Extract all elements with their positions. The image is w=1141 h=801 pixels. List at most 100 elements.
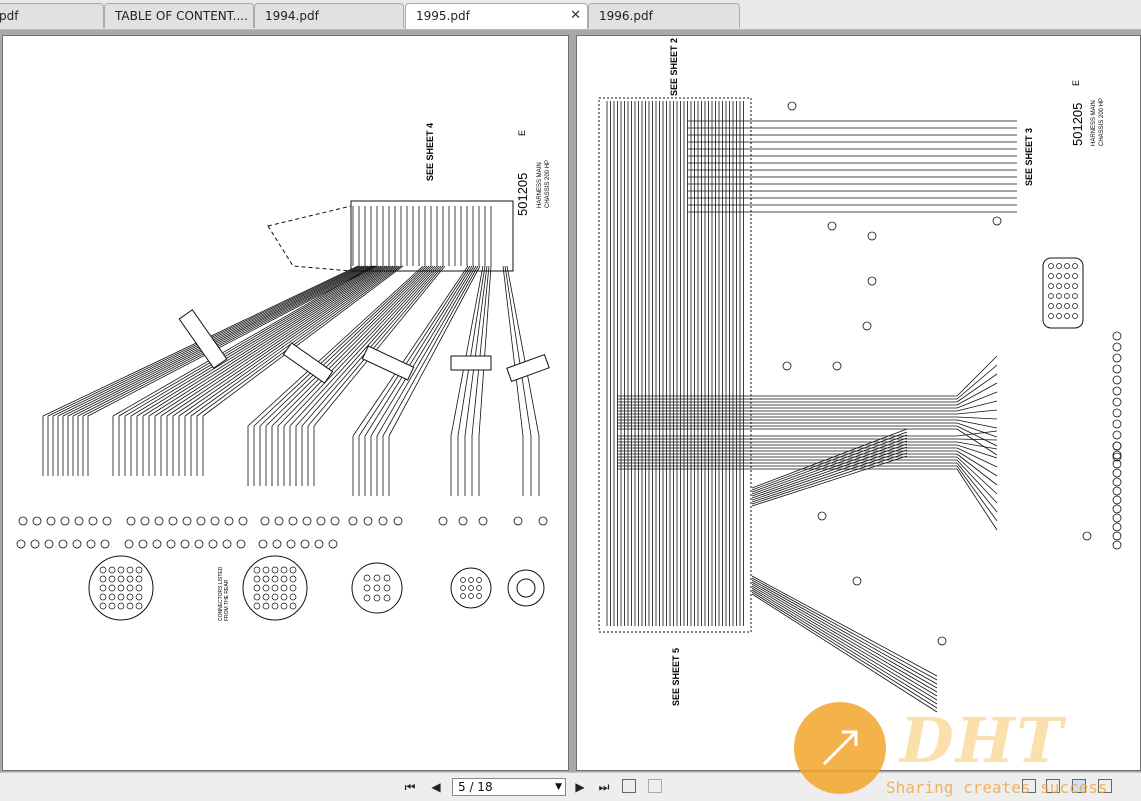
pdf-page-left: 501205 E HARNESS MAIN CHASSIS 200 HP SEE… [2, 35, 569, 771]
first-page-icon[interactable]: ⏮ [404, 780, 416, 794]
wire [751, 591, 938, 709]
connector-pin [108, 584, 116, 592]
callout [260, 516, 270, 526]
connector-pin [460, 593, 466, 599]
connector-pin [262, 584, 270, 592]
tab-label: 1994.pdf [265, 9, 319, 23]
wire [196, 265, 402, 417]
connector-pin [289, 575, 297, 583]
connector-pin [126, 593, 134, 601]
wire [283, 265, 436, 427]
tab-label: 1995.pdf [416, 9, 470, 23]
connector-pin [271, 593, 279, 601]
wire [751, 446, 908, 501]
wire [166, 265, 392, 417]
wire [265, 265, 430, 427]
wire [956, 447, 998, 468]
connector-pin [108, 602, 116, 610]
connector-pin [99, 584, 107, 592]
connector-pin [1056, 263, 1062, 269]
tab-1996[interactable]: 1996.pdf [588, 3, 740, 28]
continuous-facing-icon[interactable] [1098, 779, 1112, 793]
callout [100, 539, 110, 549]
wire [956, 425, 998, 447]
callout [30, 539, 40, 549]
connector-pin [1048, 303, 1054, 309]
wire [956, 422, 998, 438]
connector-note-2: FROM THE REAR [224, 579, 230, 621]
facing-pages-icon[interactable] [1072, 779, 1086, 793]
callout [32, 516, 42, 526]
connector-pin [476, 593, 482, 599]
wire [504, 265, 532, 437]
callout [852, 576, 862, 586]
connector-pin [1072, 283, 1078, 289]
wire [751, 434, 908, 493]
wire [956, 459, 998, 504]
continuous-page-icon[interactable] [1046, 779, 1060, 793]
next-page-icon[interactable]: ▶ [575, 780, 585, 794]
tab-table-of-content[interactable]: TABLE OF CONTENT.... [104, 3, 254, 28]
single-page-icon[interactable] [1022, 779, 1036, 793]
callout [1112, 331, 1122, 341]
last-page-icon[interactable]: ⏭ [598, 780, 610, 794]
callout [224, 516, 234, 526]
callout [1112, 540, 1122, 550]
connector-pin [271, 575, 279, 583]
connector-pin [383, 584, 391, 592]
wire [160, 265, 390, 417]
connector-pin [135, 593, 143, 601]
connector-pin [1056, 283, 1062, 289]
pdf-page-right: 501205 E HARNESS MAIN CHASSIS 200 HP SEE… [576, 35, 1141, 771]
close-tab-icon[interactable]: ✕ [570, 8, 581, 23]
callout [328, 539, 338, 549]
document-viewer[interactable]: 501205 E HARNESS MAIN CHASSIS 200 HP SEE… [0, 30, 1141, 772]
connector-pin [126, 566, 134, 574]
connector-pin [476, 577, 482, 583]
wire [956, 430, 998, 437]
tab-label: 1996.pdf [599, 9, 653, 23]
callout [832, 361, 842, 371]
connector-pin [253, 602, 261, 610]
callout [1112, 364, 1122, 374]
callout [86, 539, 96, 549]
connector-pin [262, 575, 270, 583]
page-number-input[interactable]: 5 / 18▼ [452, 778, 566, 796]
tab-pdf[interactable]: pdf [0, 3, 104, 28]
callout [72, 539, 82, 549]
wire [956, 465, 998, 522]
wire [502, 265, 524, 437]
wire [956, 400, 998, 412]
tab-1994[interactable]: 1994.pdf [254, 3, 404, 28]
callout [1112, 386, 1122, 396]
chevron-down-icon[interactable]: ▼ [555, 782, 562, 792]
wire [202, 265, 404, 417]
tab-1995[interactable]: 1995.pdf ✕ [405, 3, 588, 29]
callout [513, 516, 523, 526]
rotate-view-icon[interactable] [622, 779, 636, 793]
callout [272, 539, 282, 549]
wire [751, 583, 938, 693]
wire [253, 265, 426, 427]
connector-pin [99, 566, 107, 574]
wire [751, 579, 938, 685]
connector-pin [262, 593, 270, 601]
callout [208, 539, 218, 549]
part-number: 501205 [515, 173, 530, 216]
wire [136, 265, 382, 417]
connector-pin [1048, 263, 1054, 269]
revision: E [517, 130, 527, 136]
callout [166, 539, 176, 549]
connector-pin [468, 585, 474, 591]
callout [478, 516, 488, 526]
callout [1112, 450, 1122, 460]
callout [314, 539, 324, 549]
previous-page-icon[interactable]: ◀ [431, 780, 441, 794]
connector-pin [108, 575, 116, 583]
copy-view-icon[interactable] [648, 779, 662, 793]
connector-pin [468, 577, 474, 583]
connector-pin [253, 593, 261, 601]
part-number: 501205 [1070, 103, 1085, 146]
callout [74, 516, 84, 526]
wire [751, 585, 938, 697]
